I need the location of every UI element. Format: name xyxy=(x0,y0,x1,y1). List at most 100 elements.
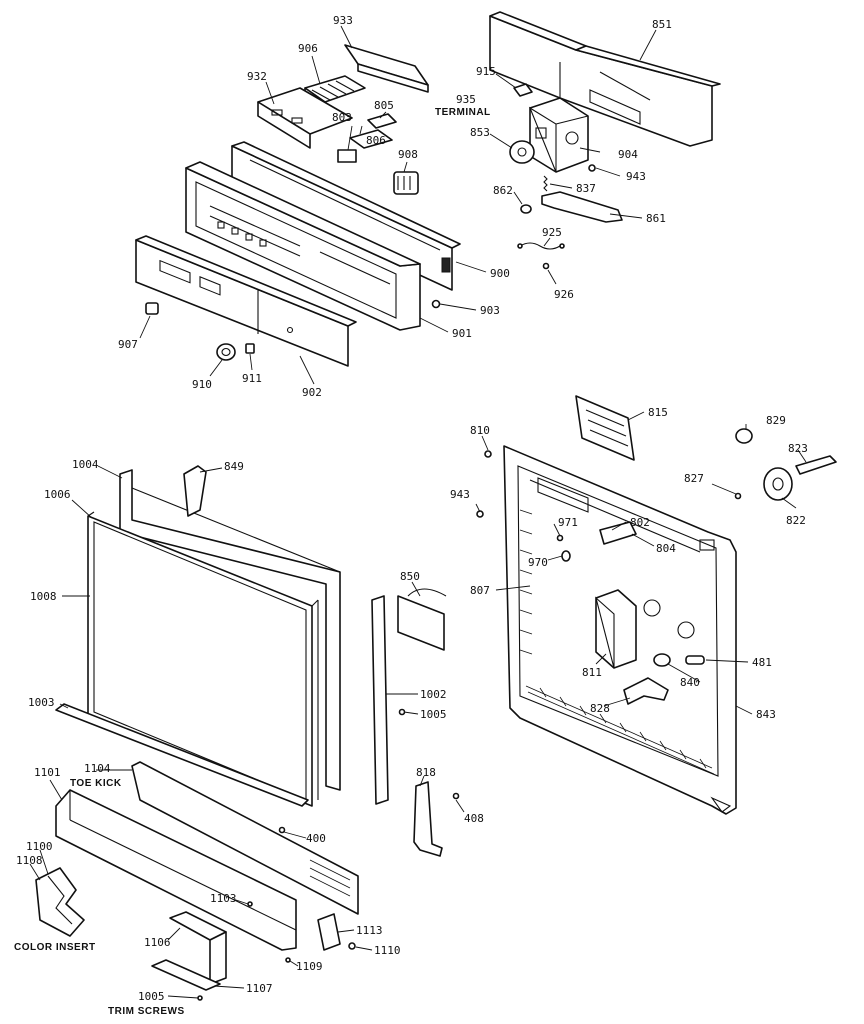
part-902-front-panel xyxy=(135,235,357,367)
label-908: 908 xyxy=(398,148,418,161)
label-926: 926 xyxy=(554,288,574,301)
part-933-cover-plate xyxy=(344,44,429,93)
label-849: 849 xyxy=(224,460,244,473)
label-811: 811 xyxy=(582,666,602,679)
part-849-strap xyxy=(183,465,207,517)
part-805-clip xyxy=(367,113,397,129)
label-toe-kick: TOE KICK xyxy=(70,778,122,789)
part-908-selector xyxy=(393,171,419,195)
label-806: 806 xyxy=(366,134,386,147)
part-1003-trim-strip xyxy=(55,703,309,807)
part-901-console-frame xyxy=(185,161,421,331)
part-932-bracket xyxy=(257,87,353,149)
label-1109: 1109 xyxy=(296,960,323,973)
part-1104-toe-kick xyxy=(131,761,359,915)
label-828: 828 xyxy=(590,702,610,715)
label-933: 933 xyxy=(333,14,353,27)
part-911-knob xyxy=(245,343,255,354)
part-1109-screw xyxy=(285,957,291,963)
label-trim-screws: TRIM SCREWS xyxy=(108,1006,185,1017)
label-935: 935 xyxy=(456,93,476,106)
part-1113-bracket xyxy=(317,913,341,951)
label-906: 906 xyxy=(298,42,318,55)
part-815-vent-grille xyxy=(575,395,635,461)
label-807: 807 xyxy=(470,584,490,597)
label-827: 827 xyxy=(684,472,704,485)
label-829: 829 xyxy=(766,414,786,427)
part-810-screw xyxy=(484,450,492,458)
part-827-screw xyxy=(734,492,742,500)
part-853-gear xyxy=(509,140,535,164)
part-481-rinse-aid xyxy=(685,655,705,665)
label-1104: 1104 xyxy=(84,762,111,775)
part-1002-side-trim xyxy=(371,595,389,805)
part-943-screw xyxy=(588,164,596,172)
label-803: 803 xyxy=(332,111,352,124)
label-818: 818 xyxy=(416,766,436,779)
label-1008: 1008 xyxy=(30,590,57,603)
label-1002: 1002 xyxy=(420,688,447,701)
label-901: 901 xyxy=(452,327,472,340)
part-971-clip xyxy=(556,534,564,542)
part-861-latch-lever xyxy=(541,191,623,223)
label-911: 911 xyxy=(242,372,262,385)
label-481: 481 xyxy=(752,656,772,669)
label-943-door: 943 xyxy=(450,488,470,501)
part-1108-color-insert xyxy=(35,867,85,937)
label-1106: 1106 xyxy=(144,936,171,949)
label-925: 925 xyxy=(542,226,562,239)
label-850: 850 xyxy=(400,570,420,583)
part-1110-screw xyxy=(348,942,356,950)
label-822: 822 xyxy=(786,514,806,527)
part-400-screw xyxy=(278,826,286,834)
part-818-hinge-bracket xyxy=(413,781,443,857)
label-802: 802 xyxy=(630,516,650,529)
part-408-screw xyxy=(452,792,460,800)
label-907: 907 xyxy=(118,338,138,351)
label-943-top: 943 xyxy=(626,170,646,183)
label-837: 837 xyxy=(576,182,596,195)
part-850-bracket xyxy=(397,588,447,651)
part-907-knob xyxy=(145,302,159,315)
part-837-spring xyxy=(543,175,548,192)
leader-lines xyxy=(29,25,807,999)
label-1110: 1110 xyxy=(374,944,401,957)
label-1005-door: 1005 xyxy=(420,708,447,721)
part-1107-trim xyxy=(151,959,221,991)
part-803-switch xyxy=(337,149,357,163)
label-862: 862 xyxy=(493,184,513,197)
label-910: 910 xyxy=(192,378,212,391)
part-829-knob xyxy=(735,428,753,444)
part-828-linkage xyxy=(623,677,669,705)
label-1006: 1006 xyxy=(44,488,71,501)
label-1005-trim: 1005 xyxy=(138,990,165,1003)
part-1005-trim-screw xyxy=(197,995,203,1001)
label-902: 902 xyxy=(302,386,322,399)
label-861: 861 xyxy=(646,212,666,225)
label-1107: 1107 xyxy=(246,982,273,995)
label-903: 903 xyxy=(480,304,500,317)
label-810: 810 xyxy=(470,424,490,437)
label-851: 851 xyxy=(652,18,672,31)
label-805: 805 xyxy=(374,99,394,112)
label-1100: 1100 xyxy=(26,840,53,853)
label-color-insert: COLOR INSERT xyxy=(14,942,96,953)
label-971: 971 xyxy=(558,516,578,529)
label-1113: 1113 xyxy=(356,924,383,937)
part-labels: 933 906 932 805 803 806 908 851 915 935 … xyxy=(14,14,808,1017)
part-926-clip xyxy=(542,262,550,270)
part-970-clip xyxy=(561,550,571,562)
label-400: 400 xyxy=(306,832,326,845)
label-843: 843 xyxy=(756,708,776,721)
label-1108: 1108 xyxy=(16,854,43,867)
part-851-vent-duct xyxy=(489,11,721,147)
part-802-latch xyxy=(599,521,637,545)
label-1103: 1103 xyxy=(210,892,237,905)
label-1003: 1003 xyxy=(28,696,55,709)
part-862-pin xyxy=(520,204,532,214)
label-932: 932 xyxy=(247,70,267,83)
label-815: 815 xyxy=(648,406,668,419)
part-910-dial xyxy=(216,343,236,361)
label-408: 408 xyxy=(464,812,484,825)
